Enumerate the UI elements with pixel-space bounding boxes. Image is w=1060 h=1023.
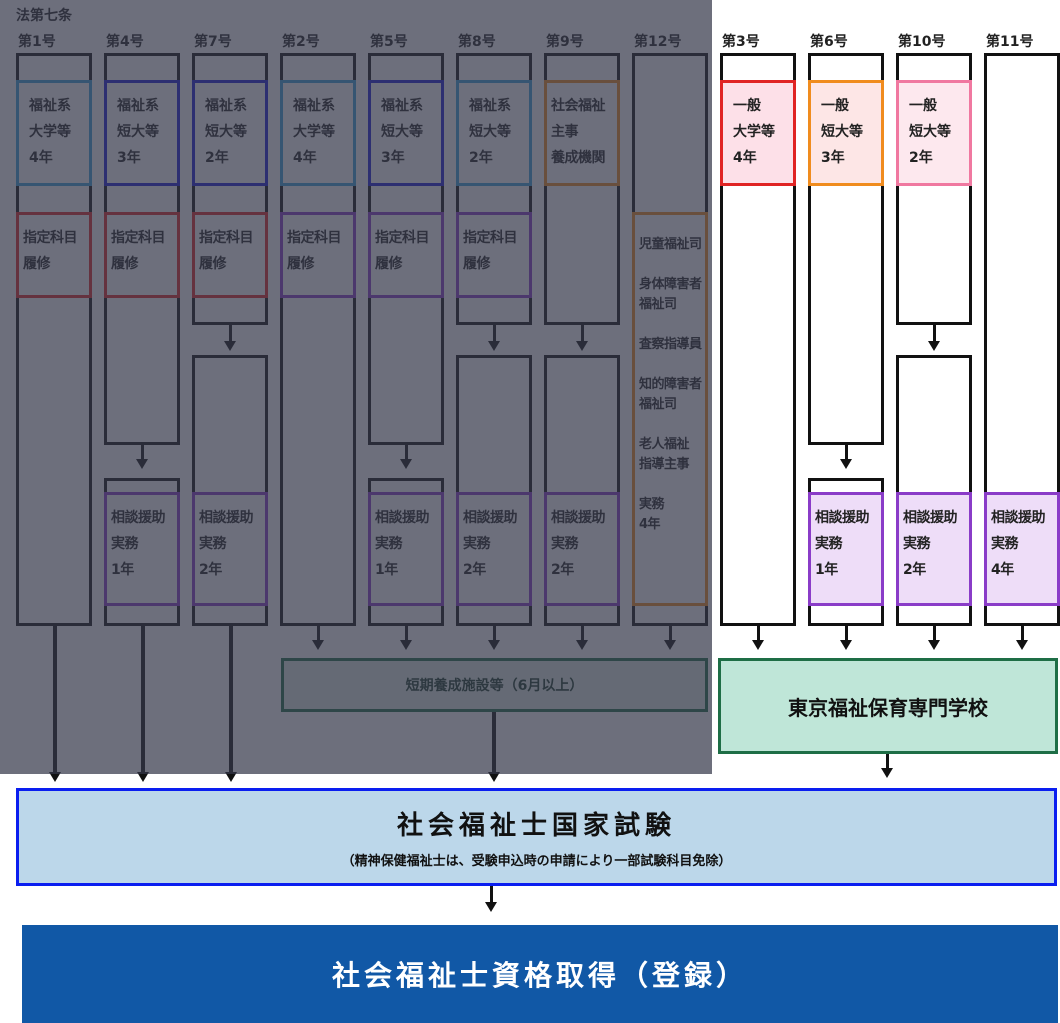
arrow-down-icon xyxy=(928,341,940,351)
connector-line xyxy=(845,445,848,459)
consultation-practice-box: 相談援助 実務 2年 xyxy=(456,492,532,606)
designated-subjects-box: 指定科目 履修 xyxy=(456,212,532,298)
consultation-practice-box: 相談援助 実務 2年 xyxy=(896,492,972,606)
welfare-junior-college-box: 福祉系 短大等 2年 xyxy=(192,80,268,186)
general-university-box: 一般 大学等 4年 xyxy=(720,80,796,186)
designated-subjects-box: 指定科目 履修 xyxy=(16,212,92,298)
arrow-down-icon xyxy=(664,640,676,650)
consultation-practice-box: 相談援助 実務 2年 xyxy=(544,492,620,606)
welfare-junior-college-box: 福祉系 短大等 2年 xyxy=(456,80,532,186)
column-header-12: 第12号 xyxy=(634,34,682,50)
arrow-down-icon xyxy=(400,459,412,469)
connector-line xyxy=(933,626,936,640)
national-exam-box: 社会福祉士国家試験 （精神保健福祉士は、受験申込時の申請により一部試験科目免除） xyxy=(16,788,1057,886)
connector-line xyxy=(229,626,233,772)
arrow-down-icon xyxy=(137,772,149,782)
connector-line xyxy=(757,626,760,640)
connector-line xyxy=(669,626,672,640)
law-label: 法第七条 xyxy=(16,8,72,24)
column-header-7: 第7号 xyxy=(194,34,232,50)
public-welfare-jobs-box: 児童福祉司 身体障害者 福祉司 査察指導員 知的障害者 福祉司 老人福祉 指導主… xyxy=(632,212,708,606)
connector-line xyxy=(141,445,144,459)
designated-subjects-box: 指定科目 履修 xyxy=(192,212,268,298)
arrow-down-icon xyxy=(400,640,412,650)
column-header-1: 第1号 xyxy=(18,34,56,50)
arrow-down-icon xyxy=(136,459,148,469)
connector-line xyxy=(1021,626,1024,640)
column-header-10: 第10号 xyxy=(898,34,946,50)
connector-line xyxy=(581,325,584,341)
general-junior-college-box: 一般 短大等 3年 xyxy=(808,80,884,186)
arrow-down-icon xyxy=(49,772,61,782)
arrow-down-icon xyxy=(312,640,324,650)
welfare-junior-college-box: 福祉系 短大等 3年 xyxy=(368,80,444,186)
social-welfare-officer-institution-box: 社会福祉 主事 養成機関 xyxy=(544,80,620,186)
welfare-junior-college-box: 福祉系 短大等 3年 xyxy=(104,80,180,186)
arrow-down-icon xyxy=(485,902,497,912)
designated-subjects-box: 指定科目 履修 xyxy=(368,212,444,298)
designated-subjects-box: 指定科目 履修 xyxy=(280,212,356,298)
arrow-down-icon xyxy=(488,341,500,351)
connector-line xyxy=(490,886,493,902)
arrow-down-icon xyxy=(881,768,893,778)
consultation-practice-box: 相談援助 実務 2年 xyxy=(192,492,268,606)
connector-line xyxy=(492,712,496,772)
school-box: 東京福祉保育専門学校 xyxy=(718,658,1058,754)
column-header-3: 第3号 xyxy=(722,34,760,50)
qualification-registration-box: 社会福祉士資格取得（登録） xyxy=(22,925,1058,1023)
connector-line xyxy=(53,626,57,772)
column-header-11: 第11号 xyxy=(986,34,1034,50)
column-header-4: 第4号 xyxy=(106,34,144,50)
exam-title: 社会福祉士国家試験 xyxy=(396,811,676,841)
arrow-down-icon xyxy=(576,640,588,650)
connector-line xyxy=(845,626,848,640)
consultation-practice-box: 相談援助 実務 1年 xyxy=(104,492,180,606)
connector-line xyxy=(405,445,408,459)
arrow-down-icon xyxy=(840,640,852,650)
exam-note: （精神保健福祉士は、受験申込時の申請により一部試験科目免除） xyxy=(341,854,732,869)
connector-line xyxy=(141,626,145,772)
connector-line xyxy=(405,626,408,640)
connector-line xyxy=(493,325,496,341)
welfare-university-box: 福祉系 大学等 4年 xyxy=(16,80,92,186)
connector-line xyxy=(317,626,320,640)
column-header-9: 第9号 xyxy=(546,34,584,50)
connector-line xyxy=(886,754,889,768)
connector-line xyxy=(933,325,936,341)
arrow-down-icon xyxy=(224,341,236,351)
arrow-down-icon xyxy=(840,459,852,469)
arrow-down-icon xyxy=(488,772,500,782)
column-header-6: 第6号 xyxy=(810,34,848,50)
short-course-facility-box: 短期養成施設等（6月以上） xyxy=(281,658,708,712)
general-junior-college-box: 一般 短大等 2年 xyxy=(896,80,972,186)
connector-line xyxy=(229,325,232,341)
arrow-down-icon xyxy=(225,772,237,782)
connector-line xyxy=(581,626,584,640)
welfare-university-box: 福祉系 大学等 4年 xyxy=(280,80,356,186)
column-header-8: 第8号 xyxy=(458,34,496,50)
consultation-practice-box: 相談援助 実務 1年 xyxy=(808,492,884,606)
arrow-down-icon xyxy=(488,640,500,650)
column-header-2: 第2号 xyxy=(282,34,320,50)
arrow-down-icon xyxy=(928,640,940,650)
consultation-practice-box: 相談援助 実務 4年 xyxy=(984,492,1060,606)
column-header-5: 第5号 xyxy=(370,34,408,50)
designated-subjects-box: 指定科目 履修 xyxy=(104,212,180,298)
arrow-down-icon xyxy=(576,341,588,351)
arrow-down-icon xyxy=(1016,640,1028,650)
arrow-down-icon xyxy=(752,640,764,650)
connector-line xyxy=(493,626,496,640)
consultation-practice-box: 相談援助 実務 1年 xyxy=(368,492,444,606)
